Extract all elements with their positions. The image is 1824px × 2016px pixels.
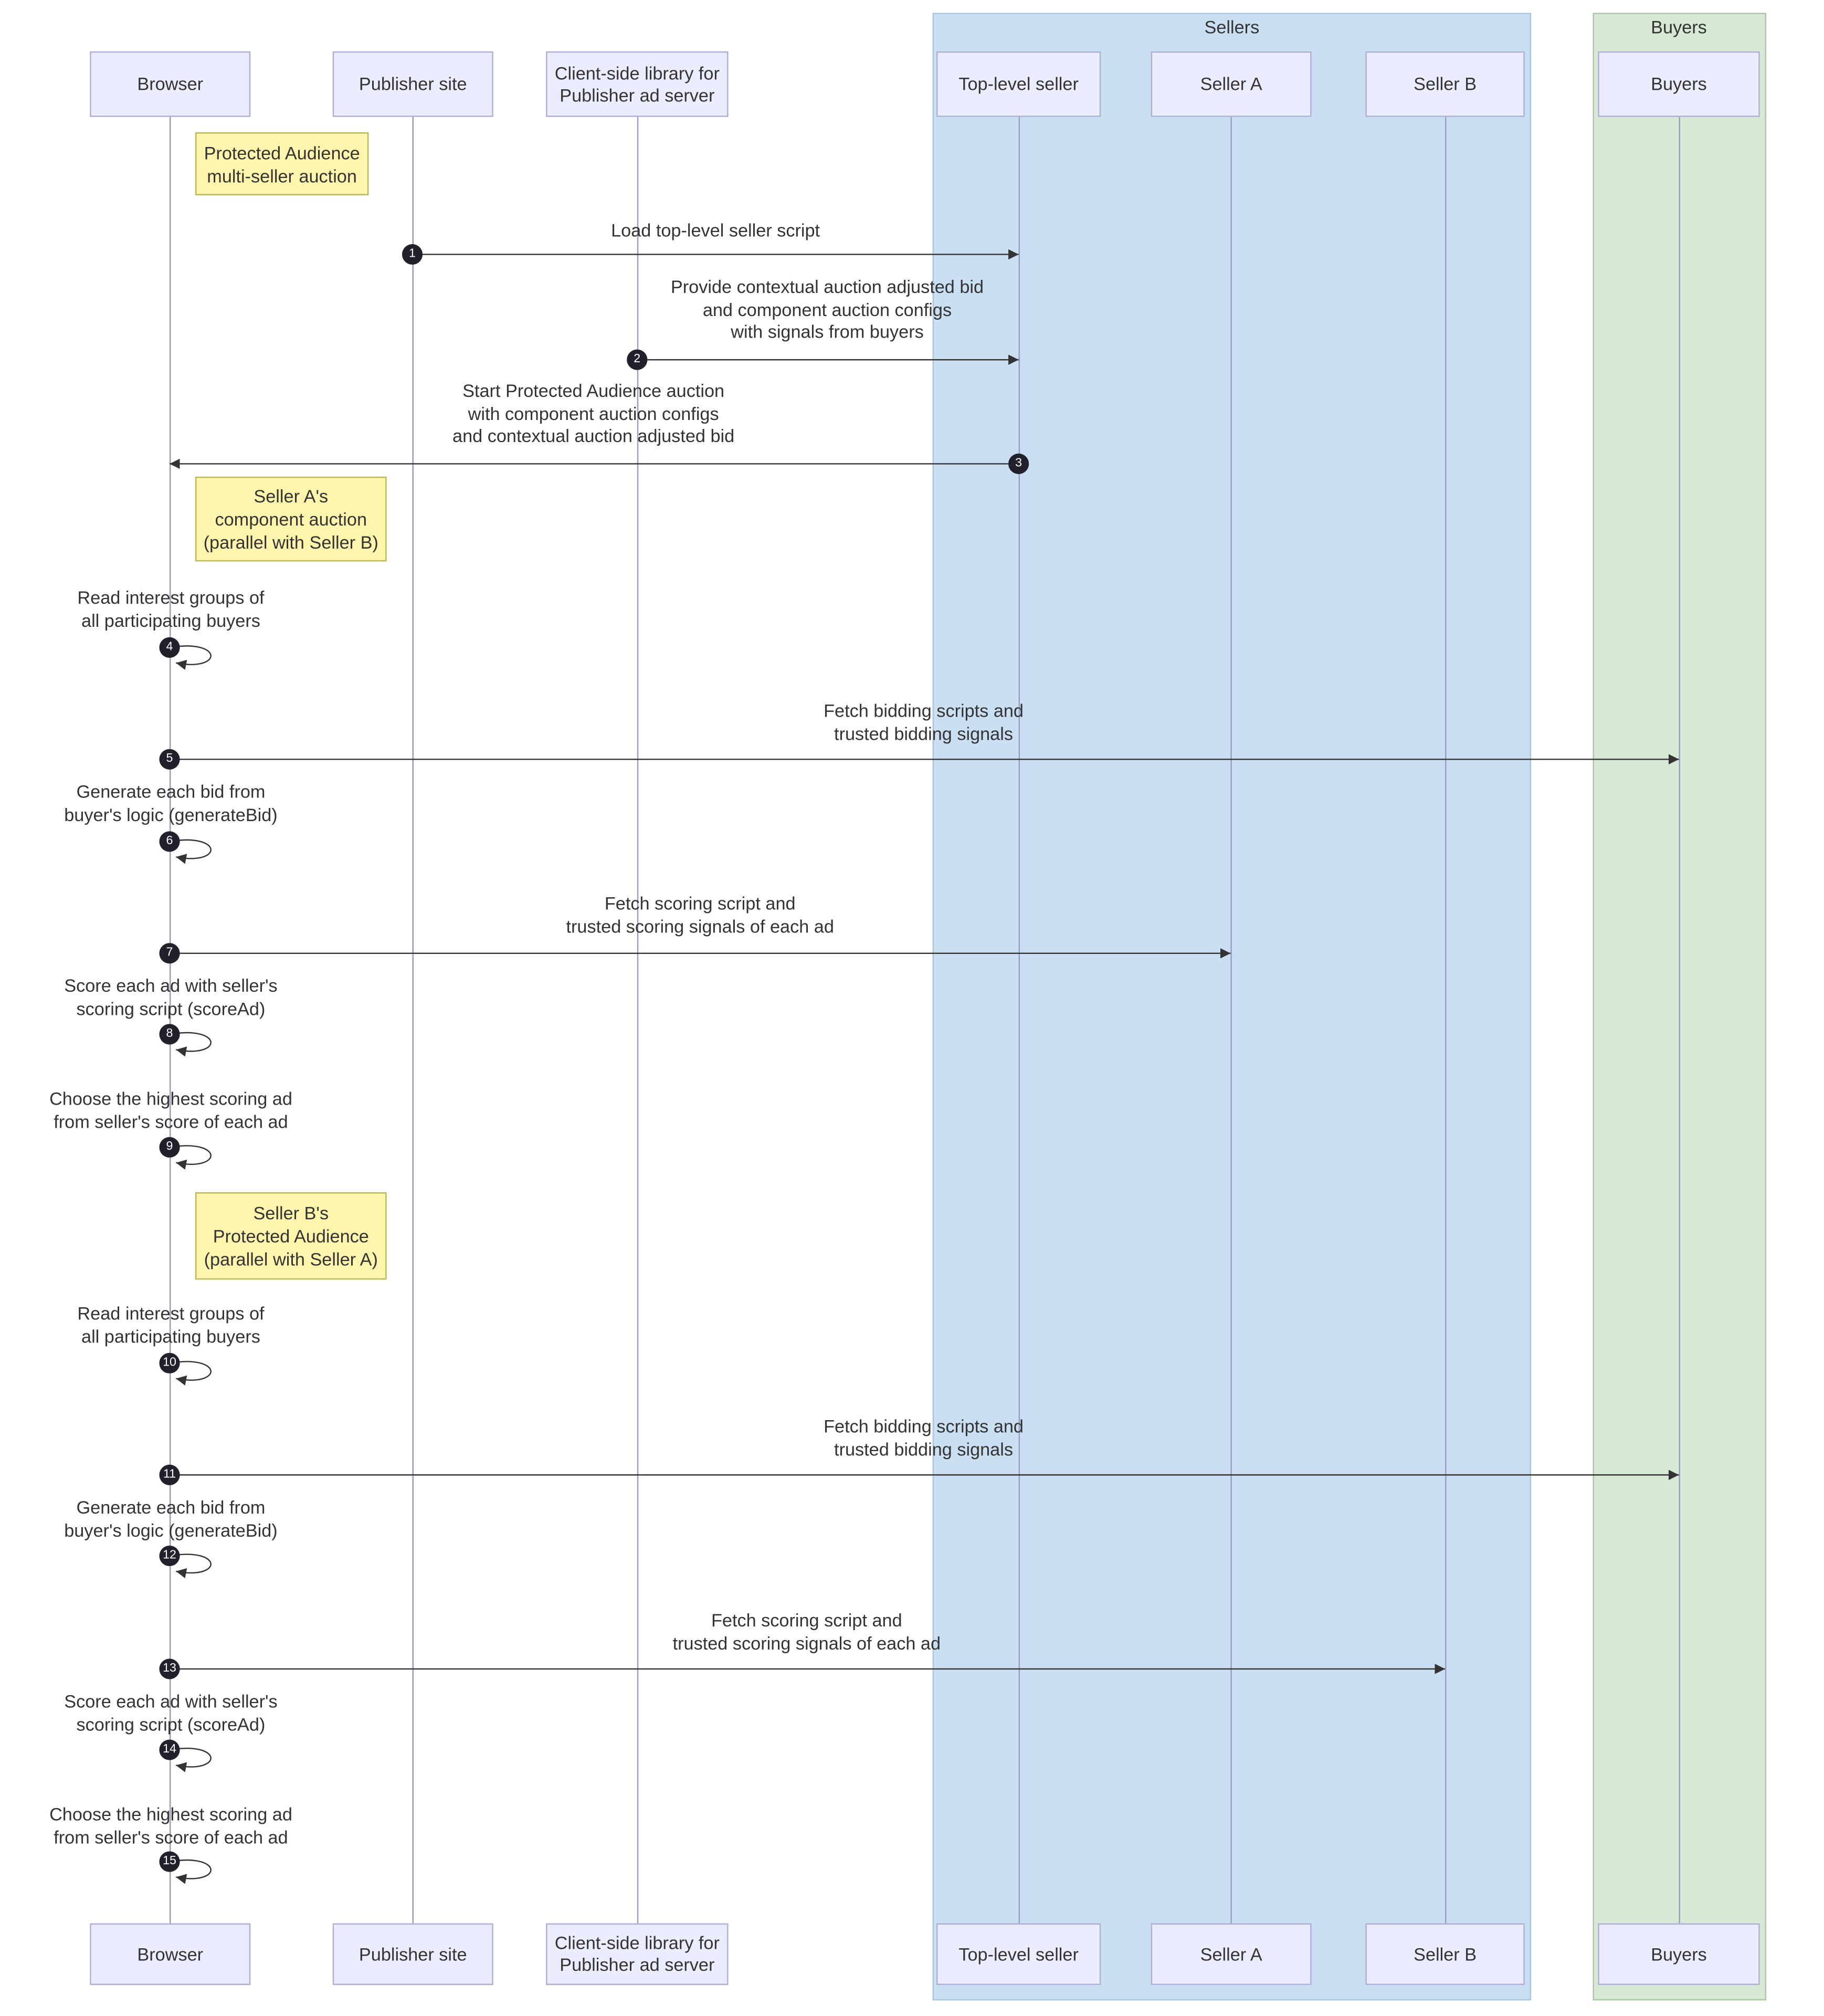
message-5-number: 5 (159, 749, 180, 770)
message-6-arrow (169, 839, 212, 864)
message-8-label: Score each ad with seller's scoring scri… (64, 975, 278, 1018)
participant-seller-a-bottom: Seller A (1151, 1923, 1312, 1985)
participant-client-side-library-top: Client-side library for Publisher ad ser… (546, 51, 729, 117)
participant-seller-a-top: Seller A (1151, 51, 1312, 117)
message-15-number: 15 (159, 1851, 180, 1872)
message-12-arrow (169, 1553, 212, 1579)
lifeline-seller-b (1445, 117, 1447, 1924)
participant-browser-top: Browser (90, 51, 251, 117)
message-8-arrow (169, 1032, 212, 1057)
message-5-label: Fetch bidding scripts and trusted biddin… (824, 700, 1024, 743)
message-8-number: 8 (159, 1024, 180, 1045)
lifeline-buyers (1679, 117, 1680, 1924)
note-protected-audience-auction: Protected Audience multi-seller auction (195, 132, 369, 195)
participant-top-level-seller-bottom: Top-level seller (936, 1923, 1101, 1985)
message-2-number: 2 (627, 349, 648, 370)
message-9-label: Choose the highest scoring ad from selle… (49, 1088, 292, 1131)
message-11-label: Fetch bidding scripts and trusted biddin… (824, 1415, 1024, 1459)
message-4-label: Read interest groups of all participatin… (77, 587, 265, 631)
note-seller-b-protected-audience: Seller B's Protected Audience (parallel … (195, 1192, 387, 1280)
message-7-label: Fetch scoring script and trusted scoring… (566, 892, 834, 936)
participant-publisher-site-top: Publisher site (332, 51, 493, 117)
message-13-number: 13 (159, 1658, 180, 1679)
message-6-number: 6 (159, 831, 180, 852)
participant-client-side-library-bottom: Client-side library for Publisher ad ser… (546, 1923, 729, 1985)
message-14-number: 14 (159, 1739, 180, 1760)
participant-seller-b-bottom: Seller B (1365, 1923, 1525, 1985)
message-14-label: Score each ad with seller's scoring scri… (64, 1690, 278, 1734)
message-7-number: 7 (159, 943, 180, 964)
note-seller-a-component-auction: Seller A's component auction (parallel w… (195, 476, 387, 562)
message-10-label: Read interest groups of all participatin… (77, 1303, 265, 1346)
lifeline-browser (170, 117, 171, 1924)
participant-top-level-seller-top: Top-level seller (936, 51, 1101, 117)
lifeline-top-level-seller (1018, 117, 1020, 1924)
lifeline-seller-a (1230, 117, 1232, 1924)
participant-buyers-bottom: Buyers (1598, 1923, 1760, 1985)
group-buyers-label: Buyers (1651, 16, 1707, 37)
participant-publisher-site-bottom: Publisher site (332, 1923, 493, 1985)
message-12-number: 12 (159, 1545, 180, 1567)
message-9-arrow (169, 1145, 212, 1170)
group-sellers-label: Sellers (1204, 16, 1260, 37)
participant-browser-bottom: Browser (90, 1923, 251, 1985)
message-14-arrow (169, 1747, 212, 1772)
message-15-arrow (169, 1859, 212, 1884)
message-6-label: Generate each bid from buyer's logic (ge… (64, 781, 278, 824)
message-4-number: 4 (159, 637, 180, 658)
message-11-number: 11 (159, 1464, 180, 1485)
message-2-label: Provide contextual auction adjusted bid … (670, 276, 984, 342)
participant-buyers-top: Buyers (1598, 51, 1760, 117)
message-15-label: Choose the highest scoring ad from selle… (49, 1803, 292, 1847)
message-10-arrow (169, 1361, 212, 1386)
message-9-number: 9 (159, 1137, 180, 1158)
message-10-number: 10 (159, 1352, 180, 1374)
lifeline-client-side-library (637, 117, 639, 1924)
message-1-label: Load top-level seller script (611, 219, 820, 240)
message-3-label: Start Protected Audience auction with co… (452, 380, 735, 446)
message-4-arrow (169, 645, 212, 670)
lifeline-publisher-site (412, 117, 414, 1924)
message-13-label: Fetch scoring script and trusted scoring… (672, 1610, 941, 1653)
participant-seller-b-top: Seller B (1365, 51, 1525, 117)
message-1-number: 1 (402, 244, 423, 265)
message-3-number: 3 (1008, 453, 1029, 475)
message-12-label: Generate each bid from buyer's logic (ge… (64, 1496, 278, 1540)
